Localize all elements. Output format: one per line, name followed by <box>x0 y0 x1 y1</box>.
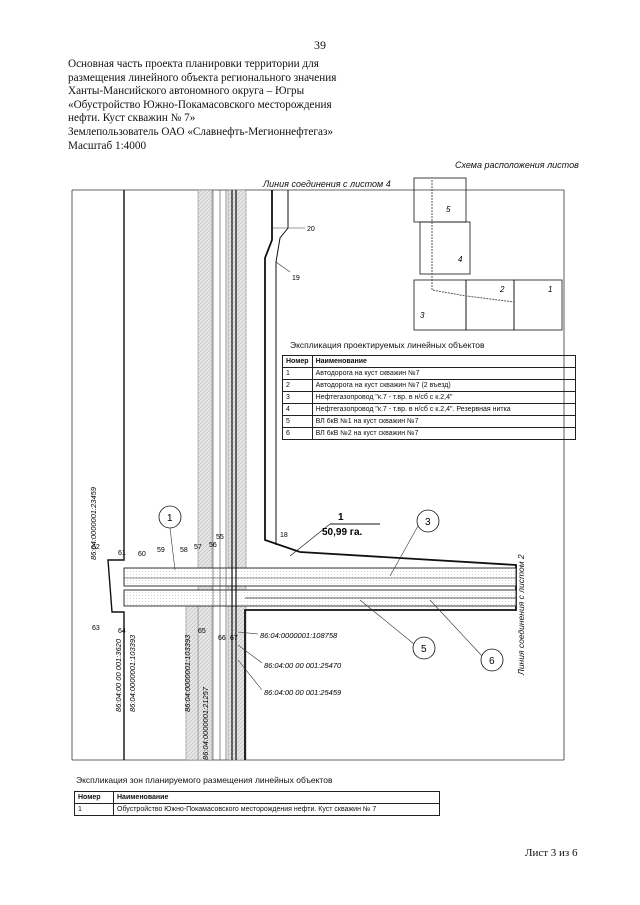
cadastral-number: 86:04:00 00 001:25470 <box>264 661 342 670</box>
point-number: 58 <box>180 547 188 554</box>
header-line: размещения линейного объекта регионально… <box>68 71 337 84</box>
point-number: 66 <box>218 635 226 642</box>
circled-label: 5 <box>421 644 427 655</box>
sheet-layout-scheme: 5 4 2 1 3 <box>413 177 563 331</box>
point-number: 67 <box>230 635 238 642</box>
circled-label: 1 <box>167 513 173 524</box>
point-number: 65 <box>198 628 206 635</box>
corridor-strip <box>227 189 247 761</box>
cadastral-number: 86:04:00 00 001:3620 <box>114 638 123 712</box>
header-line: нефти. Куст скважин № 7» <box>68 112 196 125</box>
header-line: «Обустройство Южно-Покамасовского местор… <box>68 98 332 111</box>
zone-boundary-inner <box>275 190 289 545</box>
svg-text:5: 5 <box>446 205 451 214</box>
sheet-footer: Лист 3 из 6 <box>525 847 578 859</box>
area-value: 50,99 га. <box>322 527 363 538</box>
point-number: 64 <box>118 628 126 635</box>
svg-text:4: 4 <box>458 255 463 264</box>
point-number: 18 <box>280 532 288 539</box>
header-line: Ханты-Мансийского автономного округа – Ю… <box>68 85 305 98</box>
circled-label: 6 <box>489 656 495 667</box>
page-number: 39 <box>314 38 326 52</box>
cadastral-number: 86:04:0000001:108758 <box>260 631 338 640</box>
point-number: 63 <box>92 625 100 632</box>
cadastral-number: 86:04:00 00 001:25459 <box>264 688 342 697</box>
road-corridor <box>123 567 517 587</box>
point-number: 61 <box>118 550 126 557</box>
point-number: 59 <box>157 547 165 554</box>
table-header-row: Номер Наименование <box>282 355 577 368</box>
scheme-title: Схема расположения листов <box>455 160 579 170</box>
zone-boundary <box>244 190 517 760</box>
connection-label-sheet-4: Линия соединения с листом 4 <box>263 179 391 189</box>
header-line: Землепользователь ОАО «Славнефть-Мегионн… <box>68 125 333 138</box>
svg-text:1: 1 <box>548 285 552 294</box>
svg-text:2: 2 <box>499 285 505 294</box>
corridor-strip <box>197 189 213 761</box>
cadastral-number: 86:04:0000001:21257 <box>201 686 210 760</box>
point-number: 57 <box>194 544 202 551</box>
point-number: 20 <box>307 226 315 233</box>
point-number: 60 <box>138 551 146 558</box>
cadastral-number: 86:04:0000001:103393 <box>183 634 192 712</box>
connection-label-sheet-2: Линия соединения с листом 2 <box>516 554 526 675</box>
area-number: 1 <box>338 512 344 523</box>
table-header-row: Номер Наименование <box>74 791 440 804</box>
explication-linear-title: Экспликация проектируемых линейных объек… <box>290 340 485 350</box>
cadastral-number: 86:04:0000001:23459 <box>89 486 98 560</box>
zone-boundary-left <box>107 190 125 760</box>
circled-label: 3 <box>425 517 431 528</box>
svg-text:3: 3 <box>420 311 425 320</box>
point-number: 56 <box>209 542 217 549</box>
point-number: 19 <box>292 275 300 282</box>
explication-zones-title: Экспликация зон планируемого размещения … <box>76 775 333 785</box>
point-number: 55 <box>216 534 224 541</box>
document-header: Основная часть проекта планировки террит… <box>68 58 368 153</box>
point-number: 62 <box>92 544 100 551</box>
cadastral-number: 86:04:0000001:103393 <box>128 634 137 712</box>
header-line: Масштаб 1:4000 <box>68 139 147 152</box>
header-line: Основная часть проекта планировки террит… <box>68 58 319 70</box>
